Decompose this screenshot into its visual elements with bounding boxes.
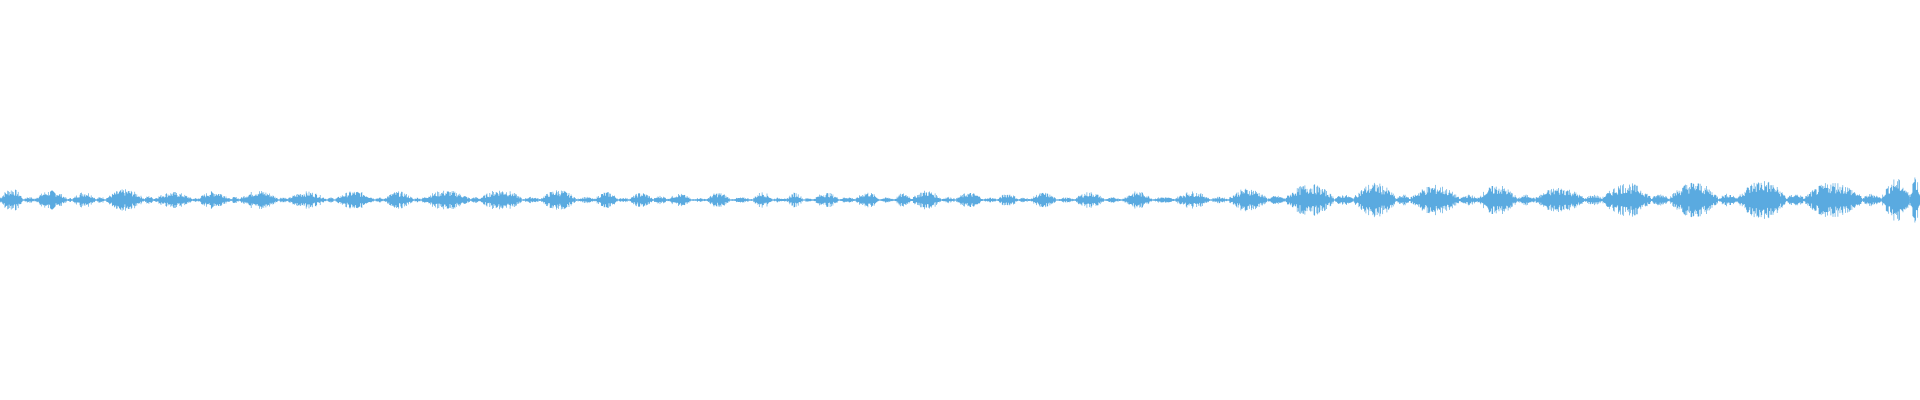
waveform-bars <box>0 177 1920 223</box>
